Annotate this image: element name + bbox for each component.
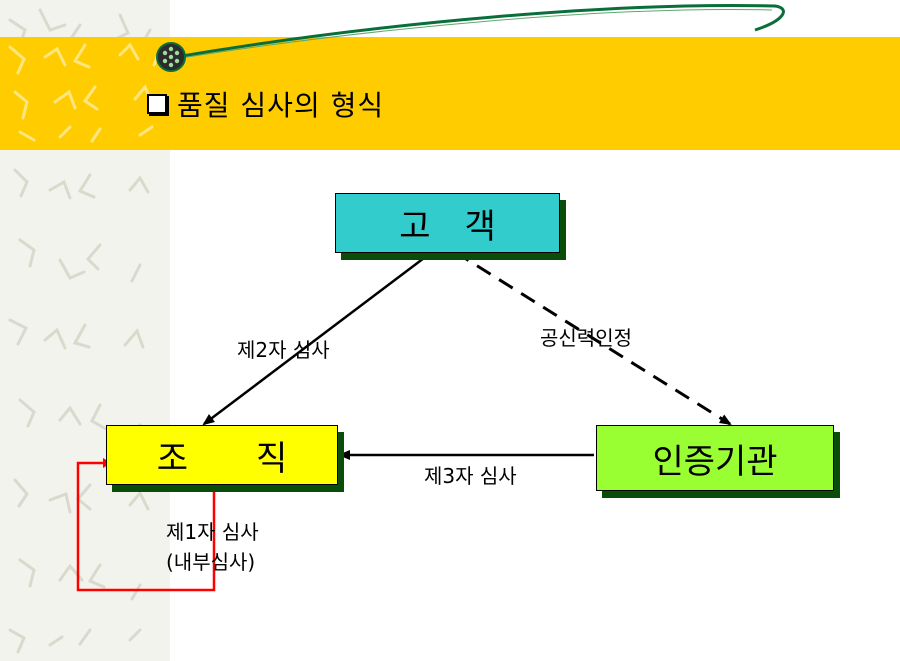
edge-label-second-party: 제2자 심사 xyxy=(237,338,330,362)
organization-node: 조 직 xyxy=(106,425,338,485)
customer-node-label: 고 객 xyxy=(399,206,496,247)
edge-label-first-party-sub: (내부심사) xyxy=(166,550,256,574)
certifier-node: 인증기관 xyxy=(596,425,834,491)
banner-pattern xyxy=(8,42,162,143)
organization-node-label: 조 직 xyxy=(156,438,288,479)
edge-label-third-party: 제3자 심사 xyxy=(424,464,517,488)
checkbox-bullet-icon xyxy=(147,94,167,114)
dotted-badge-icon xyxy=(156,42,186,72)
slide-title: 품질 심사의 형식 xyxy=(147,84,384,124)
certifier-node-label: 인증기관 xyxy=(652,441,778,482)
slide-title-text: 품질 심사의 형식 xyxy=(177,89,385,122)
edge-label-first-party: 제1자 심사 xyxy=(166,520,259,544)
decorative-swoosh xyxy=(167,3,785,61)
edge-label-public-trust: 공신력인정 xyxy=(540,326,632,350)
edge-first-party-loop xyxy=(76,461,216,592)
edge-second-party xyxy=(202,251,433,426)
title-banner xyxy=(0,37,900,150)
edge-public-trust xyxy=(454,250,732,426)
customer-node: 고 객 xyxy=(335,193,560,253)
